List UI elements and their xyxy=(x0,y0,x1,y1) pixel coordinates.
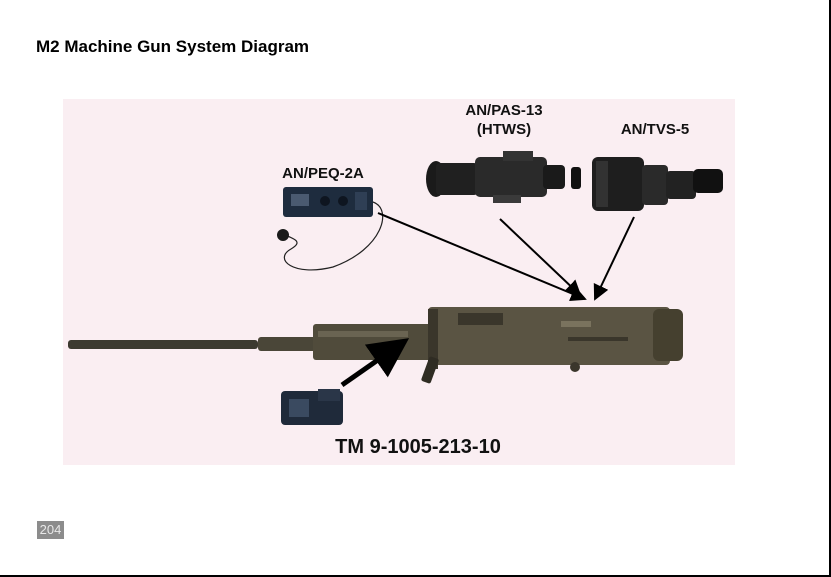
label-an-peq-2a: AN/PEQ-2A xyxy=(282,165,364,182)
label-an-tvs-5: AN/TVS-5 xyxy=(620,121,690,138)
page-number-badge: 204 xyxy=(37,521,64,539)
m2-machine-gun-image xyxy=(68,307,683,384)
arrow-tvs5-to-gun xyxy=(593,216,635,301)
label-an-pas-13-line2: (HTWS) xyxy=(476,121,532,138)
diagram-artwork xyxy=(68,151,723,425)
day-sight-image xyxy=(281,389,343,425)
system-diagram-figure: AN/PAS-13 (HTWS) AN/TVS-5 AN/PEQ-2A TM 9… xyxy=(63,99,735,465)
arrow-pas13-to-gun xyxy=(499,218,582,297)
page-title: M2 Machine Gun System Diagram xyxy=(36,37,310,56)
label-an-pas-13-line1: AN/PAS-13 xyxy=(465,102,543,119)
an-pas-13-sight-image xyxy=(426,151,581,203)
label-technical-manual: TM 9-1005-213-10 xyxy=(335,436,501,458)
arrow-peq2a-to-gun xyxy=(377,212,587,302)
an-tvs-5-sight-image xyxy=(592,157,723,211)
arrow-daysight-to-gun xyxy=(340,338,410,388)
label-an-pas-13: AN/PAS-13 (HTWS) xyxy=(454,101,554,139)
an-peq-2a-image xyxy=(277,187,384,271)
